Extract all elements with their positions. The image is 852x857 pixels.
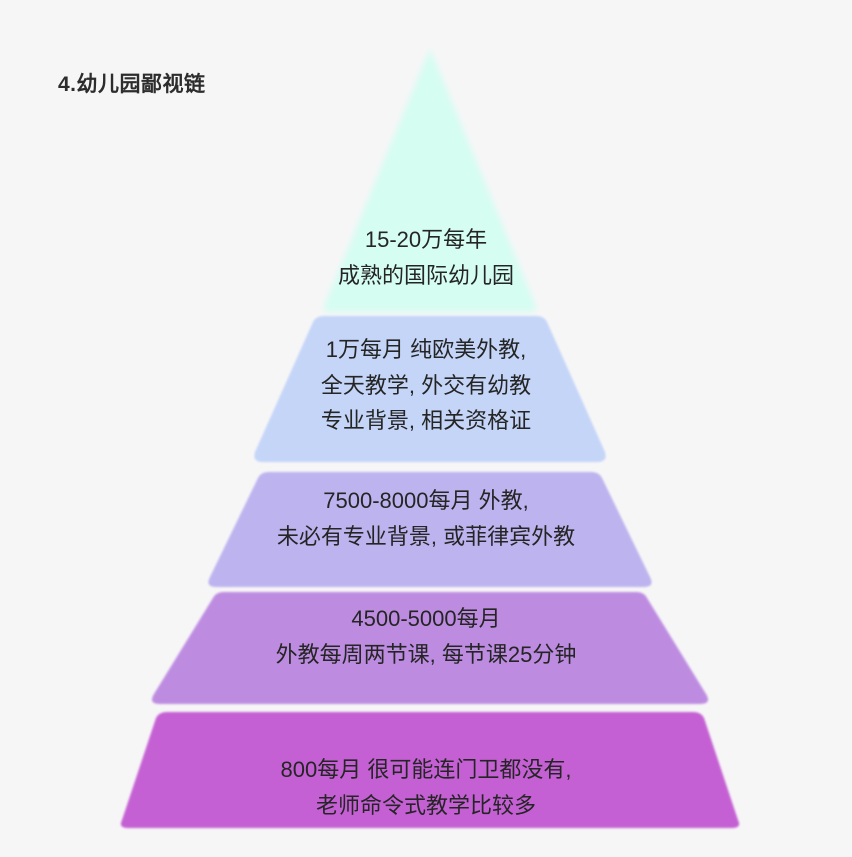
pyramid-tier-shape-1 — [323, 48, 537, 312]
pyramid-tier-shape-2 — [254, 316, 606, 462]
pyramid-tier-shape-4 — [152, 592, 708, 704]
page-title: 4.幼儿园鄙视链 — [58, 73, 206, 96]
pyramid-tier-shape-5 — [120, 712, 740, 828]
pyramid-tier-shape-3 — [208, 472, 652, 587]
